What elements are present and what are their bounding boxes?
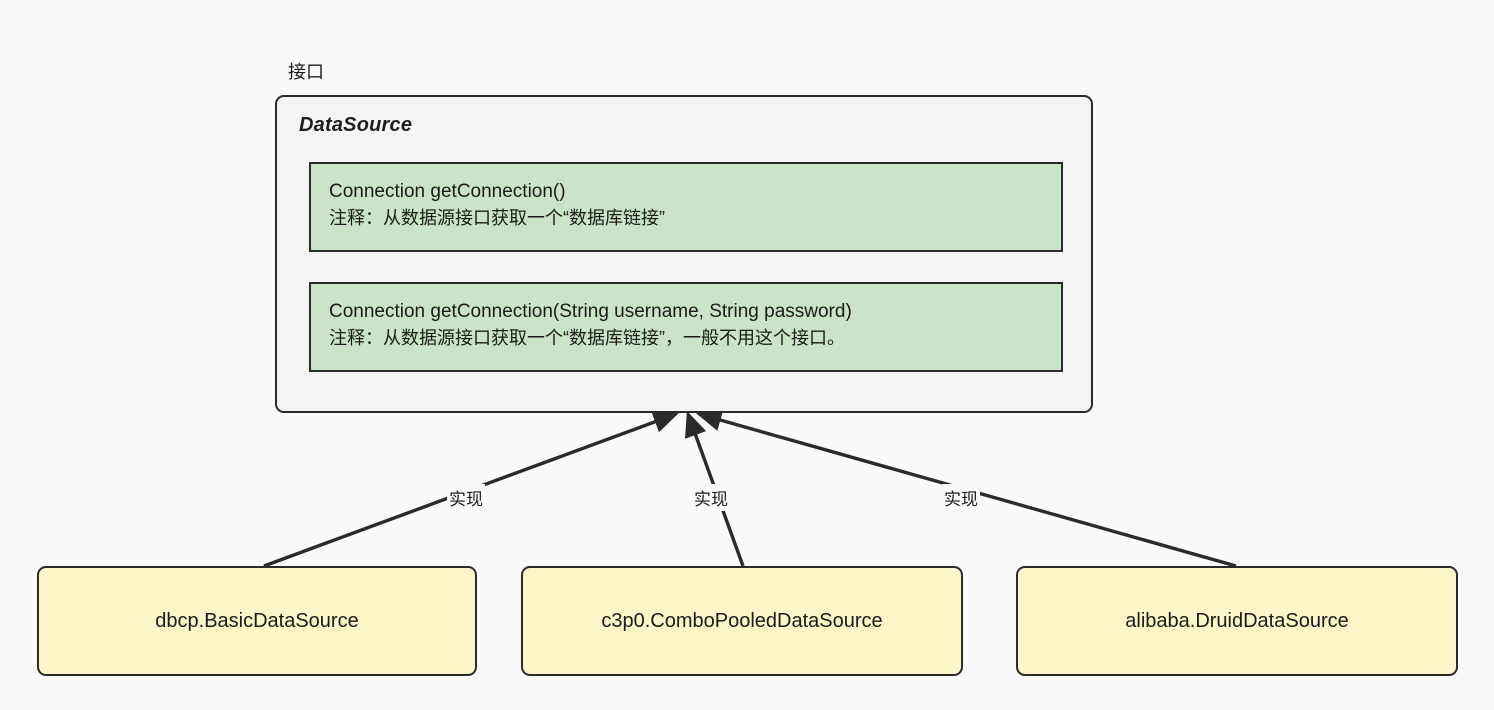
- method-box[interactable]: Connection getConnection(String username…: [309, 282, 1063, 372]
- method-signature: Connection getConnection(String username…: [329, 301, 852, 322]
- implementation-node-c3p0[interactable]: c3p0.ComboPooledDataSource: [521, 566, 963, 676]
- edge-label-druid: 实现: [942, 484, 980, 511]
- implementation-node-druid[interactable]: alibaba.DruidDataSource: [1016, 566, 1458, 676]
- method-signature: Connection getConnection(): [329, 181, 566, 202]
- method-note: 注释：从数据源接口获取一个“数据库链接”: [329, 208, 665, 228]
- interface-node-datasource[interactable]: DataSource Connection getConnection() 注释…: [275, 95, 1093, 413]
- edge-label-dbcp: 实现: [447, 484, 485, 511]
- implementation-node-dbcp[interactable]: dbcp.BasicDataSource: [37, 566, 477, 676]
- method-box[interactable]: Connection getConnection() 注释：从数据源接口获取一个…: [309, 162, 1063, 252]
- edge-label-c3p0: 实现: [692, 484, 730, 511]
- implementation-label: c3p0.ComboPooledDataSource: [601, 609, 883, 632]
- interface-stereotype-label: 接口: [288, 62, 324, 82]
- implementation-label: alibaba.DruidDataSource: [1125, 609, 1349, 632]
- interface-title: DataSource: [299, 114, 413, 136]
- method-note: 注释：从数据源接口获取一个“数据库链接”，一般不用这个接口。: [329, 328, 845, 348]
- implementation-label: dbcp.BasicDataSource: [155, 609, 359, 632]
